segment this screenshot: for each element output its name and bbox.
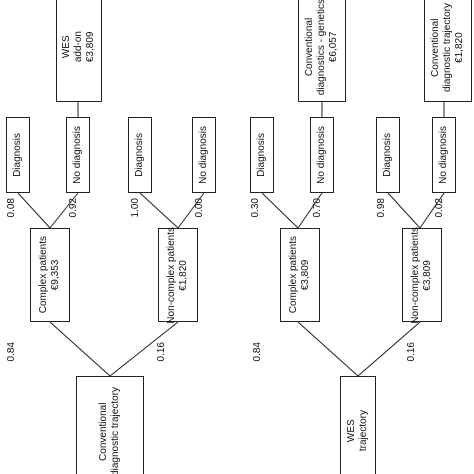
right-root-line-1: WES	[346, 419, 357, 443]
left-noncomplex-diagnosis-node: Diagnosis	[128, 117, 152, 193]
left-noncomplex-diagnosis-prob: 1.00	[130, 198, 141, 218]
right-complex-nodiagnosis-label: No diagnosis	[316, 126, 327, 184]
right-addon-complex-text: Conventional diagnostics - genetics €6,0…	[304, 0, 340, 95]
edge-left-noncomplex-nodiagnosis	[177, 192, 205, 229]
right-noncomplex-diagnosis-label: Diagnosis	[382, 133, 393, 177]
right-addon-complex-line-2: diagnostics - genetics	[316, 0, 327, 96]
right-complex-prob: 0.84	[252, 342, 263, 362]
right-addon-noncomplex-node: Conventional diagnostic trajectory €1,82…	[424, 0, 472, 102]
left-noncomplex-nodiagnosis-node: No diagnosis	[192, 117, 216, 193]
right-complex-diagnosis-prob: 0.30	[250, 198, 261, 218]
right-complex-text: Complex patients €3,809	[288, 236, 312, 313]
left-complex-text: Complex patients €9,353	[38, 236, 62, 313]
right-noncomplex-diagnosis-prob: 0.98	[376, 198, 387, 218]
edge-left-complex-nodiagnosis	[49, 192, 79, 229]
edge-left-noncomplex-diagnosis	[139, 192, 179, 229]
left-noncomplex-node: Non-complex patients €1,820	[158, 227, 198, 324]
left-noncomplex-prob: 0.16	[156, 342, 167, 362]
edge-right-noncomplex-diagnosis	[387, 192, 421, 229]
edge-right-complex-diagnosis	[261, 192, 299, 229]
left-addon-node: WES add-on €3,809	[56, 0, 102, 102]
left-complex-diagnosis-prob: 0.08	[6, 198, 17, 218]
left-noncomplex-nodiagnosis-label: No diagnosis	[198, 126, 209, 184]
left-noncomplex-nodiagnosis-prob: 0.00	[194, 198, 205, 218]
left-noncomplex-diagnosis-label: Diagnosis	[134, 133, 145, 177]
right-noncomplex-nodiagnosis-node: No diagnosis	[432, 117, 456, 193]
left-complex-diagnosis-label: Diagnosis	[12, 133, 23, 177]
left-addon-line-2: add-on	[73, 31, 84, 63]
right-noncomplex-text: Non-complex patients €3,809	[410, 227, 434, 324]
right-noncomplex-label: Non-complex patients	[410, 226, 421, 324]
left-complex-cost: €9,353	[50, 259, 61, 291]
edge-left-root-complex	[49, 321, 111, 377]
edge-right-noncomplex-nodiagnosis	[419, 192, 445, 229]
left-complex-node: Complex patients €9,353	[30, 228, 70, 322]
right-addon-noncomplex-text: Conventional diagnostic trajectory €1,82…	[430, 3, 466, 92]
left-complex-prob: 0.84	[6, 342, 17, 362]
right-complex-node: Complex patients €3,809	[280, 228, 320, 322]
right-root-line-2: trajectory	[358, 410, 369, 452]
left-noncomplex-cost: €1,820	[178, 259, 189, 291]
right-complex-nodiagnosis-node: No diagnosis	[310, 117, 334, 193]
edge-left-root-noncomplex	[109, 321, 179, 377]
right-noncomplex-prob: 0.16	[406, 342, 417, 362]
left-addon-line-1: WES	[61, 35, 72, 59]
right-noncomplex-diagnosis-node: Diagnosis	[376, 117, 400, 193]
right-complex-cost: €3,809	[300, 259, 311, 291]
left-complex-diagnosis-node: Diagnosis	[6, 117, 30, 193]
right-noncomplex-node: Non-complex patients €3,809	[402, 227, 442, 324]
right-addon-complex-line-1: Conventional	[304, 17, 315, 77]
left-root-node: Conventional diagnostic trajectory	[76, 376, 144, 474]
right-noncomplex-nodiagnosis-label: No diagnosis	[438, 126, 449, 184]
left-addon-text: WES add-on €3,809	[61, 31, 97, 62]
left-noncomplex-text: Non-complex patients €1,820	[166, 227, 190, 324]
right-root-text: WES trajectory	[346, 410, 370, 451]
edge-left-complex-diagnosis	[17, 192, 51, 229]
left-root-text: Conventional diagnostic trajectory	[98, 387, 122, 474]
right-noncomplex-nodiagnosis-prob: 0.02	[434, 198, 445, 218]
left-complex-nodiagnosis-prob: 0.92	[68, 198, 79, 218]
right-addon-noncomplex-line-1: Conventional	[430, 17, 441, 77]
edge-right-root-noncomplex	[357, 321, 421, 377]
edge-right-root-complex	[297, 321, 359, 377]
right-noncomplex-cost: €3,809	[422, 259, 433, 291]
right-complex-nodiagnosis-prob: 0.70	[312, 198, 323, 218]
right-root-node: WES trajectory	[340, 376, 376, 474]
right-addon-noncomplex-line-3: €1,820	[454, 31, 465, 63]
left-addon-line-3: €3,809	[85, 31, 96, 63]
left-complex-label: Complex patients	[38, 236, 49, 314]
left-complex-nodiagnosis-node: No diagnosis	[66, 117, 90, 193]
left-root-line-1: Conventional	[98, 401, 109, 461]
left-complex-nodiagnosis-label: No diagnosis	[72, 126, 83, 184]
right-complex-diagnosis-label: Diagnosis	[256, 133, 267, 177]
right-complex-diagnosis-node: Diagnosis	[250, 117, 274, 193]
right-addon-noncomplex-line-2: diagnostic trajectory	[442, 2, 453, 92]
right-complex-label: Complex patients	[288, 236, 299, 314]
edge-right-complex-nodiagnosis	[297, 192, 323, 229]
right-addon-complex-node: Conventional diagnostics - genetics €6,0…	[298, 0, 346, 102]
left-root-line-2: diagnostic trajectory	[110, 386, 121, 474]
right-addon-complex-line-3: €6,057	[328, 31, 339, 63]
left-noncomplex-label: Non-complex patients	[166, 226, 177, 324]
